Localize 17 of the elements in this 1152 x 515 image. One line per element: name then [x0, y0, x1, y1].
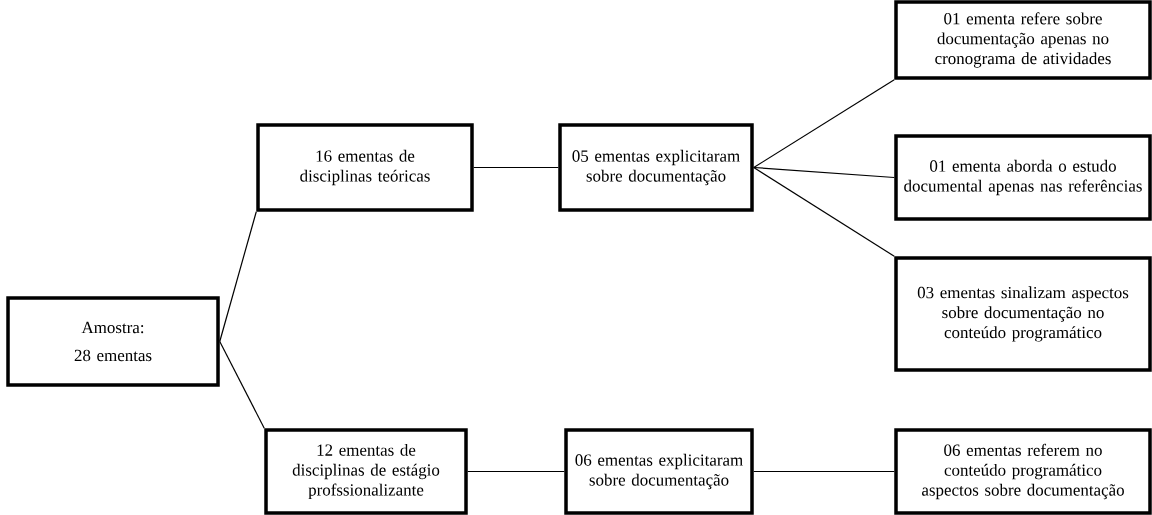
- connector-line: [753, 166, 895, 179]
- text-box: 05 ementas explicitaram sobre documentação: [558, 123, 754, 212]
- text-box: 06 ementas explicitaram sobre documentação: [564, 428, 754, 515]
- connector-line: [753, 166, 895, 257]
- connector-line: [753, 79, 895, 169]
- connector-line: [467, 470, 565, 473]
- connector-line: [219, 340, 265, 429]
- text-box: 16 ementas de disciplinas teóricas: [256, 123, 474, 212]
- connector-line: [219, 211, 257, 343]
- connector-line: [473, 166, 559, 169]
- text-box: Amostra: 28 ementas: [6, 296, 220, 387]
- text-box: 01 ementa aborda o estudo documental apenas nas referências: [894, 134, 1152, 221]
- text-box: 03 ementas sinalizam aspectos sobre documentação no conteúdo programático: [894, 256, 1152, 372]
- text-box: 12 ementas de disciplinas de estágio profssionalizante: [264, 428, 468, 515]
- text-box: 01 ementa refere sobre documentação apenas no cronograma de atividades: [894, 0, 1152, 80]
- connector-line: [753, 470, 895, 473]
- text-box: 06 ementas referem no conteúdo programático aspectos sobre documentação: [894, 428, 1152, 515]
